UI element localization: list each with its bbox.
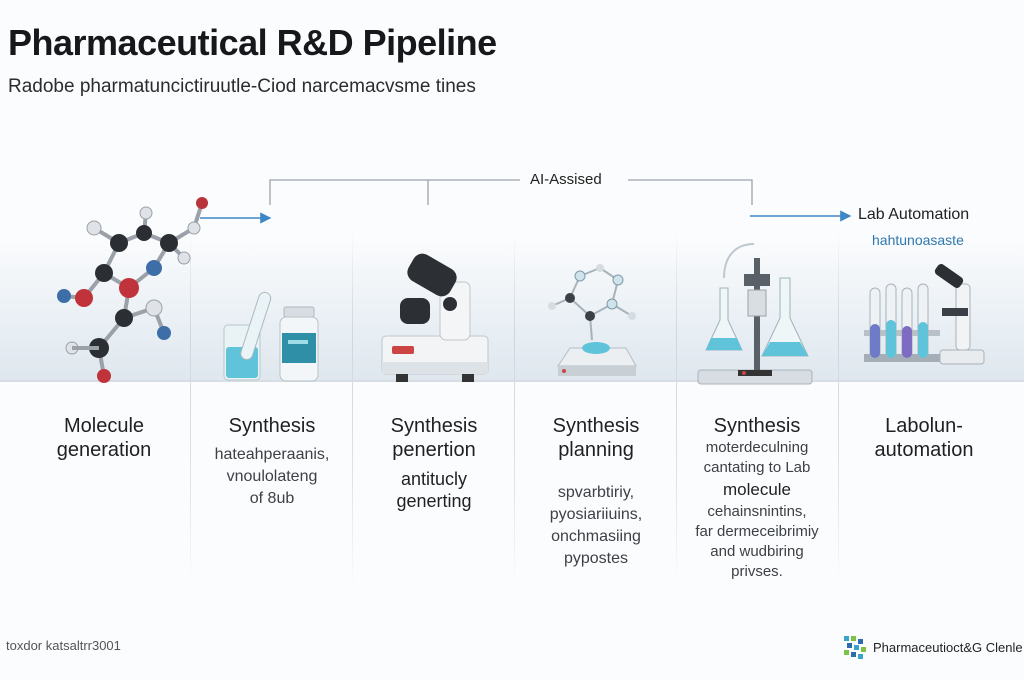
stage-synthesis-2: Synthesis moterdeculning cantating to La… bbox=[672, 414, 842, 582]
stage-divider bbox=[838, 228, 839, 588]
description-line: privses. bbox=[731, 563, 783, 580]
stage-divider bbox=[352, 228, 353, 588]
stage-lab-automation: Labolun- automation bbox=[844, 414, 1004, 462]
description-line: antitucly bbox=[400, 469, 468, 489]
page-subtitle: Radobe pharmatuncictiruutle-Ciod narcema… bbox=[8, 76, 476, 97]
stage-title: generation bbox=[56, 439, 152, 461]
stage-description: hateahperaanis, vnoulolateng of 8ub bbox=[192, 444, 352, 510]
footer-brand: Pharmaceutioct&G Clenle bbox=[842, 634, 1023, 660]
description-line: generting bbox=[396, 491, 472, 511]
stage-description: spvarbtiriy, pyosiariiuins, onchmasiing … bbox=[516, 482, 676, 570]
molecule-model-icon bbox=[57, 197, 208, 383]
stage-synthesis-planning: Synthesis planning spvarbtiriy, pyosiari… bbox=[516, 414, 676, 570]
icon-band-background bbox=[0, 236, 1024, 382]
molecular-structure-device-icon bbox=[548, 264, 637, 376]
description-line: cehainsnintins, bbox=[707, 503, 807, 520]
footer-brand-text: Pharmaceutioct&G Clenle bbox=[873, 639, 1023, 655]
description-line: spvarbtiriy, bbox=[557, 484, 635, 501]
stage-molecule-generation: Molecule generation bbox=[24, 414, 184, 462]
description-line: pypostes bbox=[563, 550, 629, 567]
stage-divider bbox=[676, 228, 677, 588]
stage-title: penertion bbox=[392, 439, 476, 461]
lab-automation-sublabel: hahtunoasaste bbox=[872, 232, 964, 248]
stage-divider bbox=[190, 228, 191, 588]
description-line: hateahperaanis, bbox=[214, 446, 330, 463]
microscope-icon bbox=[381, 253, 489, 382]
ai-bracket-line bbox=[269, 179, 520, 205]
page-title: Pharmaceutical R&D Pipeline bbox=[8, 22, 497, 63]
stage-title: Labolun- bbox=[885, 415, 963, 437]
stage-title: Synthesis bbox=[552, 415, 640, 437]
description-line: molecule bbox=[722, 480, 792, 499]
lab-automation-label: Lab Automation bbox=[858, 206, 970, 223]
description-line: vnoulolateng bbox=[226, 468, 318, 485]
icon-band-baseline bbox=[0, 380, 1024, 382]
stage-title: automation bbox=[874, 439, 974, 461]
description-line: far dermeceibrimiy bbox=[695, 523, 819, 540]
pixel-logo-icon bbox=[844, 636, 866, 659]
stage-title: Synthesis bbox=[713, 415, 801, 437]
description-line: and wudbiring bbox=[710, 543, 804, 560]
stage-title: Molecule bbox=[63, 415, 145, 437]
test-tube-rack-microscope-icon bbox=[864, 264, 985, 365]
ai-bracket-line bbox=[628, 179, 753, 205]
description-line: pyosiariiuins, bbox=[549, 506, 643, 523]
description-line: moterdeculning bbox=[705, 439, 809, 456]
stage-divider bbox=[514, 228, 515, 588]
footer-caption: toxdor katsaltrr3001 bbox=[6, 638, 121, 653]
stage-synthesis-1: Synthesis hateahperaanis, vnoulolateng o… bbox=[192, 414, 352, 510]
ai-assisted-label: AI-Assised bbox=[527, 171, 605, 188]
test-tube-and-bottle-icon bbox=[223, 291, 319, 382]
stage-description: moterdeculning cantating to Lab molecule… bbox=[672, 438, 842, 582]
stage-title: Synthesis bbox=[390, 415, 478, 437]
stage-description: antitucly generting bbox=[354, 468, 514, 512]
stage-title: Synthesis bbox=[228, 415, 316, 437]
stage-synthesis-penertion: Synthesis penertion antitucly generting bbox=[354, 414, 514, 512]
description-line: of 8ub bbox=[249, 490, 295, 507]
description-line: cantating to Lab bbox=[703, 459, 811, 476]
lab-glassware-stand-icon bbox=[697, 243, 813, 385]
description-line: onchmasiing bbox=[551, 528, 641, 545]
stage-title: planning bbox=[558, 439, 634, 461]
